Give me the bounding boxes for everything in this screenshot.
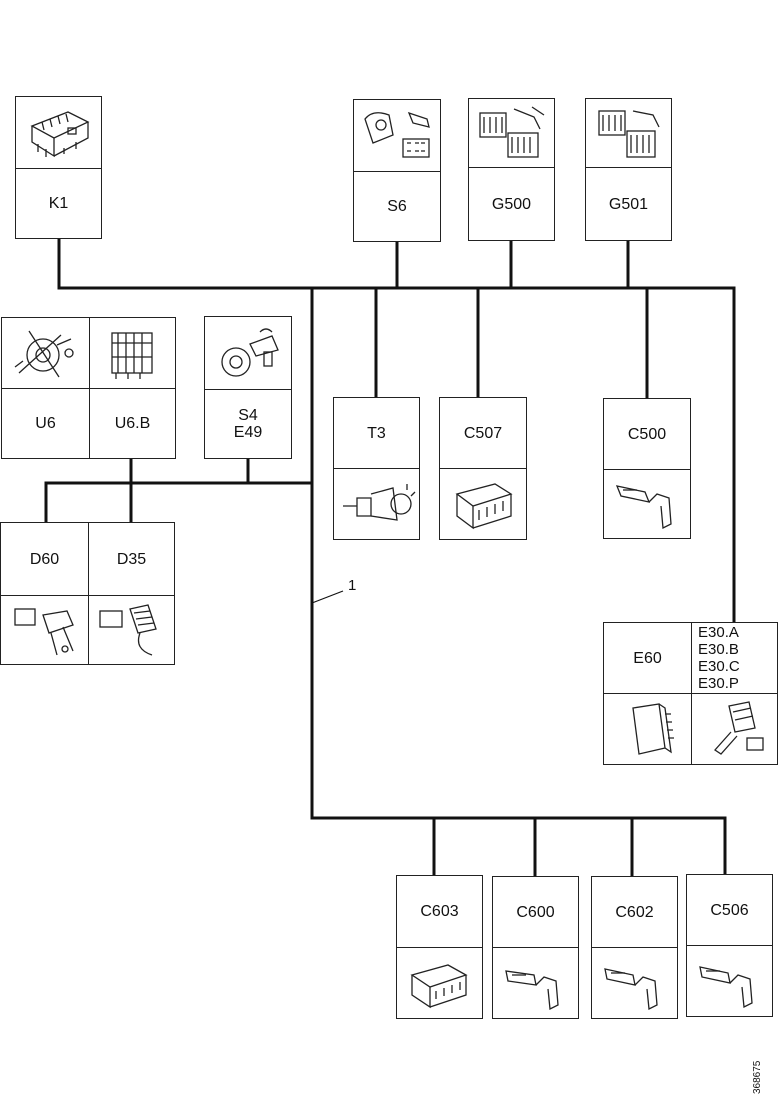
label-c603: C603 — [420, 903, 459, 920]
callout-leader-line — [311, 590, 344, 604]
terminal-pin-icon — [687, 946, 772, 1016]
component-u6-group: U6 U6.B — [1, 317, 176, 459]
label-s4-e49: S4 E49 — [205, 390, 291, 458]
label-e30c: E30.C — [698, 658, 740, 675]
component-k1: K1 — [15, 96, 102, 239]
component-e60-e30: E60 E30.A E30.B E30.C E30.P — [603, 622, 778, 765]
ignition-switch-icon — [2, 318, 89, 388]
terminal-pin-icon — [604, 470, 690, 538]
component-c603: C603 — [396, 875, 483, 1019]
label-d35: D35 — [116, 550, 147, 568]
label-c507: C507 — [463, 424, 503, 442]
switch-connector-icon — [354, 100, 440, 172]
label-e49: E49 — [233, 424, 263, 441]
callout-label: 1 — [348, 577, 357, 594]
label-e60: E60 — [633, 649, 662, 667]
label-u6b: U6.B — [114, 415, 151, 432]
relay-block-icon — [90, 318, 175, 388]
label-k1: K1 — [48, 195, 69, 212]
harness-connector-icon — [89, 596, 174, 664]
multi-pin-connector-icon — [397, 948, 482, 1018]
label-c600: C600 — [516, 903, 555, 921]
terminal-pin-icon — [592, 948, 677, 1018]
label-u6: U6 — [35, 415, 56, 432]
label-c602: C602 — [615, 903, 654, 921]
component-s6: S6 — [353, 99, 441, 242]
socket-connector-icon — [692, 694, 777, 764]
component-c507: C507 — [439, 397, 527, 540]
lock-cylinder-icon — [205, 317, 291, 389]
label-e30a: E30.A — [698, 624, 739, 641]
label-s4: S4 — [238, 407, 258, 424]
terminal-pin-icon — [493, 948, 578, 1018]
component-s4-e49: S4 E49 — [204, 316, 292, 459]
fuse-box-icon — [16, 97, 101, 169]
label-e30b: E30.B — [698, 641, 739, 658]
component-g501: G501 — [585, 98, 672, 241]
label-e30-group: E30.A E30.B E30.C E30.P — [692, 623, 777, 693]
label-c506: C506 — [710, 901, 749, 919]
component-t3: T3 — [333, 397, 420, 540]
component-c602: C602 — [591, 876, 678, 1019]
module-bracket-icon — [1, 596, 88, 664]
label-d60: D60 — [29, 550, 60, 568]
label-t3: T3 — [367, 424, 386, 442]
component-c506: C506 — [686, 874, 773, 1017]
control-unit-icon — [604, 694, 691, 764]
component-g500: G500 — [468, 98, 555, 241]
connector-pair-icon — [469, 99, 554, 167]
pressure-sensor-icon — [334, 469, 419, 539]
label-c500: C500 — [627, 425, 667, 443]
label-g501: G501 — [608, 195, 649, 213]
component-c500: C500 — [603, 398, 691, 539]
component-c600: C600 — [492, 876, 579, 1019]
multi-pin-connector-icon — [440, 469, 526, 539]
label-e30p: E30.P — [698, 675, 739, 692]
label-s6: S6 — [387, 198, 407, 215]
document-id: 368675 — [752, 1060, 763, 1094]
label-g500: G500 — [491, 195, 532, 213]
connector-pair-icon — [586, 99, 671, 167]
component-d60-d35: D60 D35 — [0, 522, 175, 665]
